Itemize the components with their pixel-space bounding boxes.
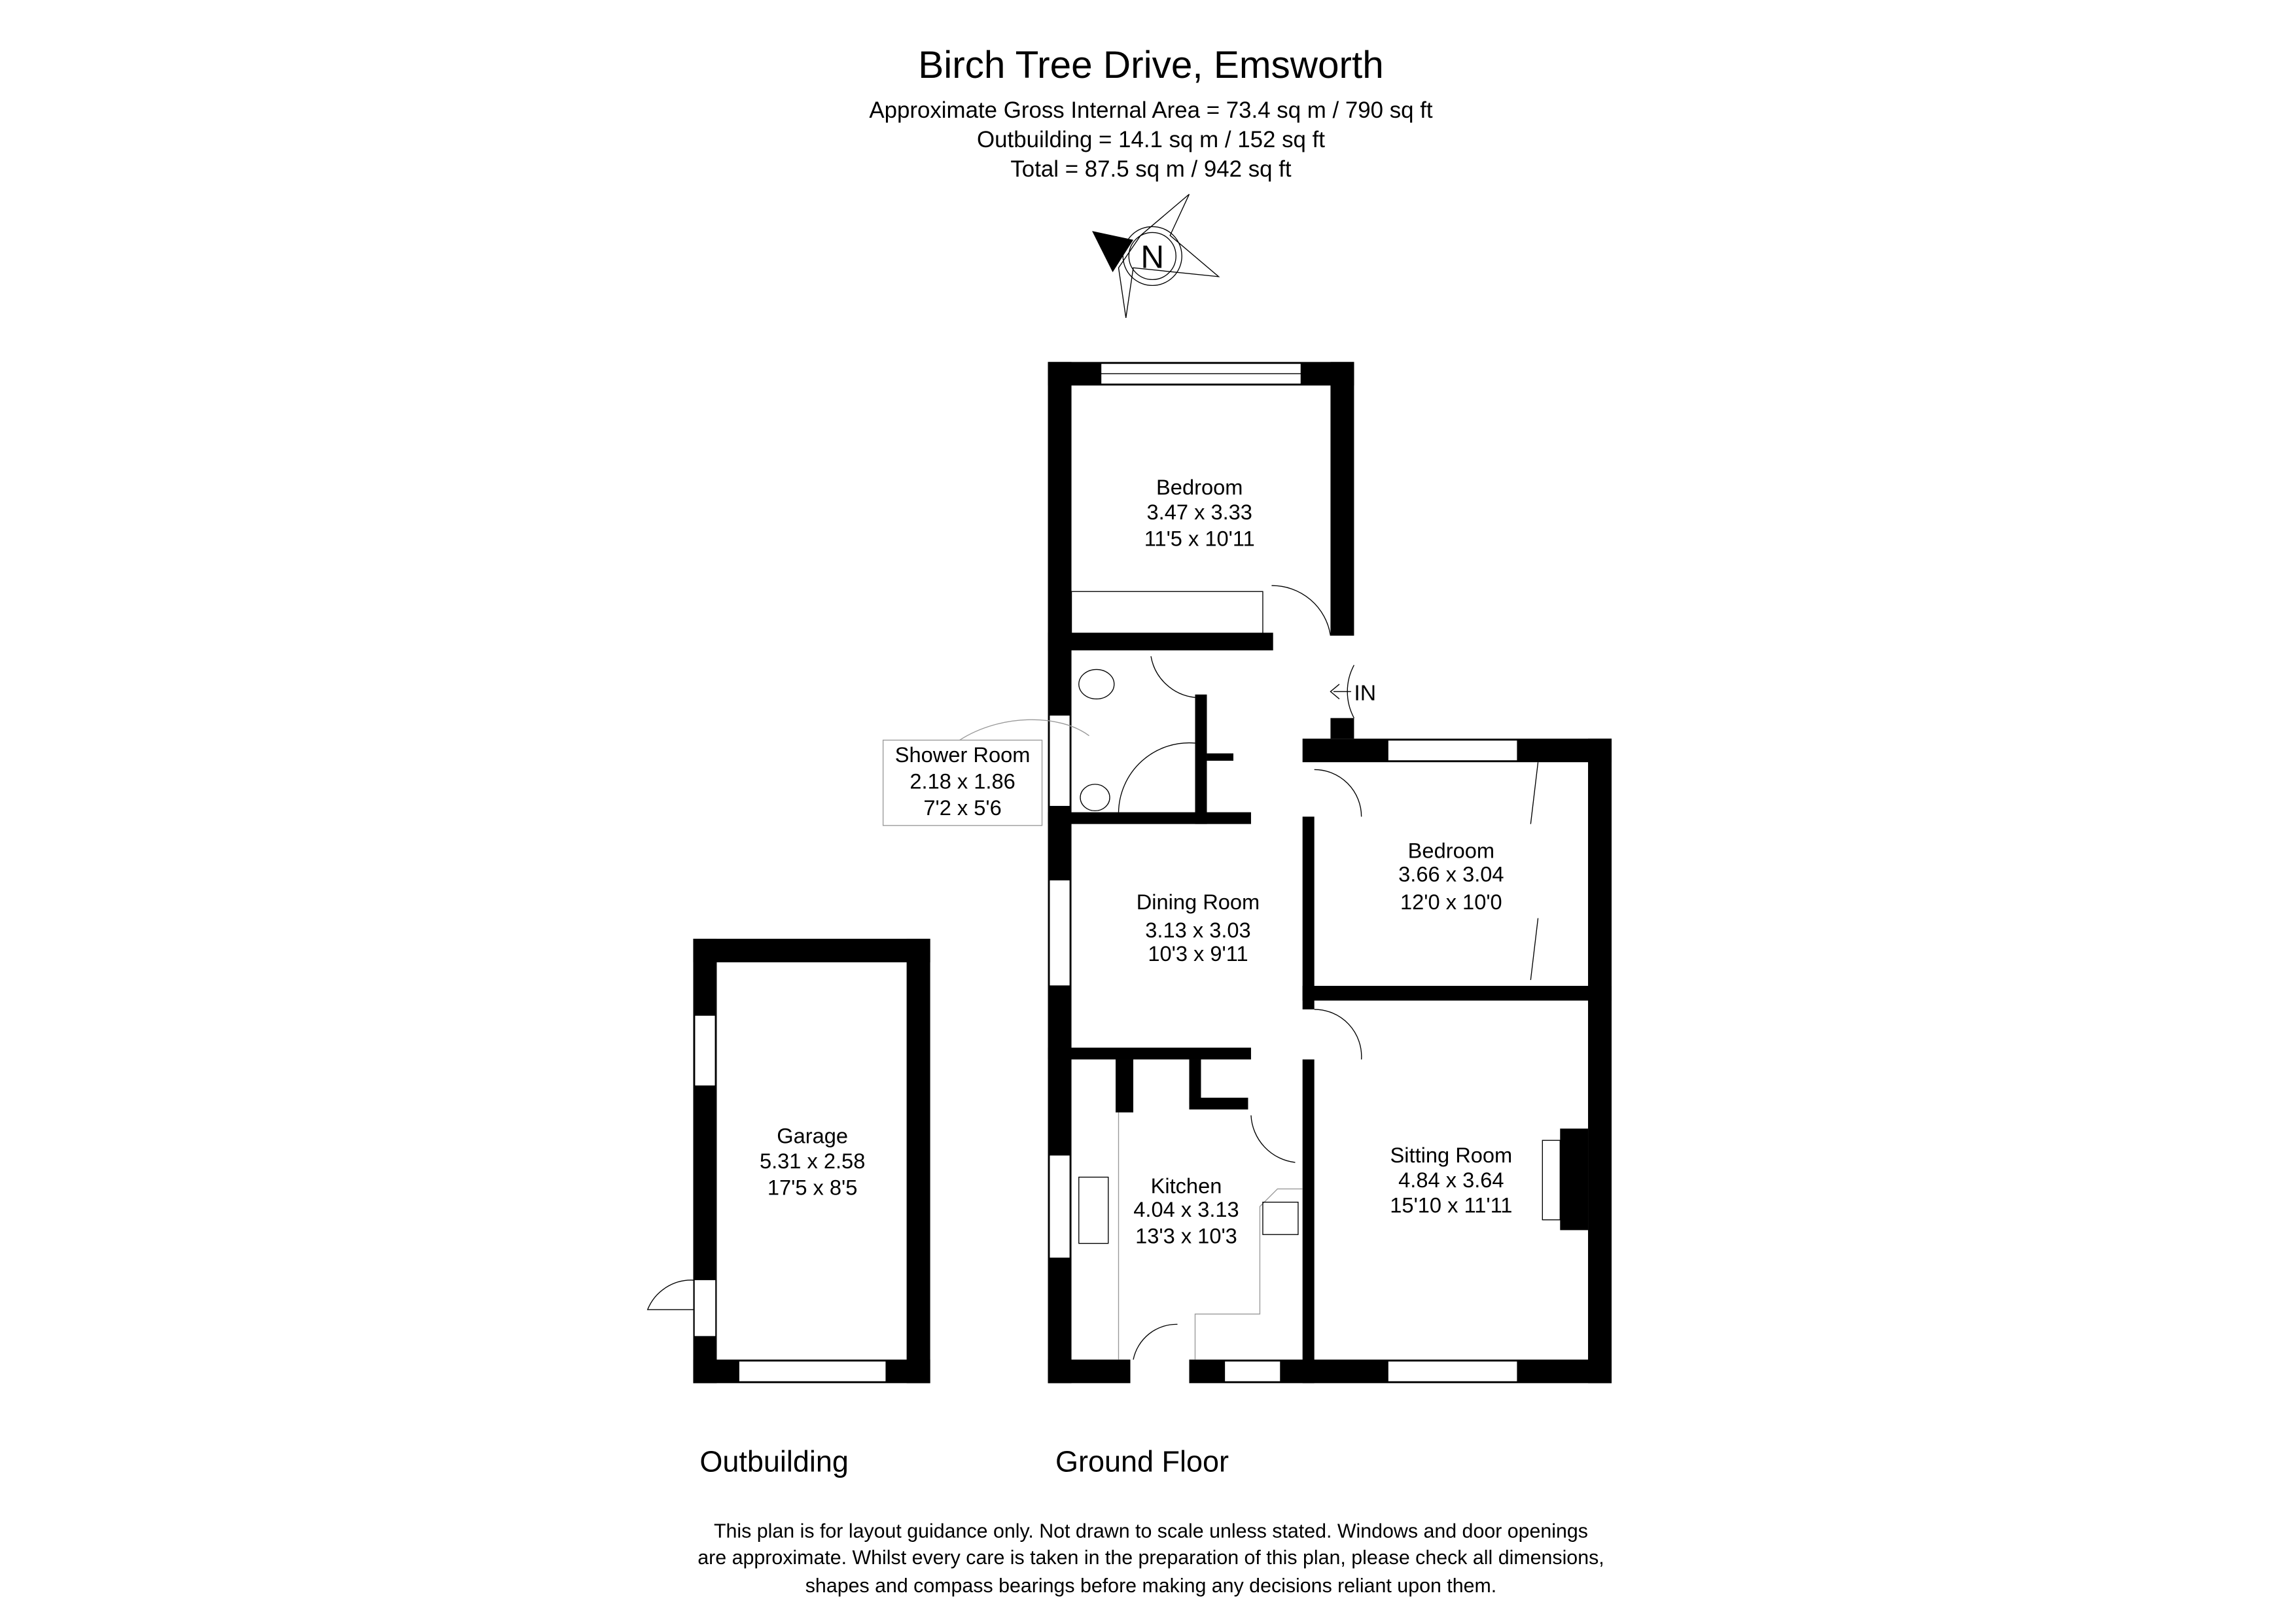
room-metric: 4.84 x 3.64 (1398, 1168, 1504, 1192)
room-name: Bedroom (1408, 838, 1494, 862)
room-imperial: 12'0 x 10'0 (1400, 890, 1502, 914)
room-metric: 5.31 x 2.58 (760, 1149, 865, 1173)
entrance-marker: IN (1330, 681, 1376, 706)
floor-label-outbuilding: Outbuilding (699, 1444, 849, 1478)
room-metric: 2.18 x 1.86 (910, 769, 1015, 794)
room-bedroom-2: Bedroom 3.66 x 3.04 12'0 x 10'0 (1398, 838, 1504, 914)
garage-walls (646, 939, 930, 1384)
room-metric: 3.13 x 3.03 (1145, 918, 1250, 942)
room-name: Garage (777, 1124, 848, 1148)
room-name: Dining Room (1137, 890, 1260, 914)
room-shower: Shower Room 2.18 x 1.86 7'2 x 5'6 (882, 719, 1089, 826)
room-imperial: 10'3 x 9'11 (1148, 941, 1248, 966)
compass-icon: N (1092, 194, 1220, 318)
room-sitting: Sitting Room 4.84 x 3.64 15'10 x 11'11 (1390, 1143, 1512, 1217)
outbuilding-area: Outbuilding = 14.1 sq m / 152 sq ft (977, 127, 1325, 152)
room-metric: 3.66 x 3.04 (1398, 862, 1504, 886)
room-kitchen: Kitchen 4.04 x 3.13 13'3 x 10'3 (1133, 1174, 1239, 1248)
disclaimer-line: shapes and compass bearings before makin… (805, 1575, 1496, 1597)
entrance-label: IN (1354, 681, 1376, 706)
room-name: Sitting Room (1390, 1143, 1513, 1167)
floor-label-ground: Ground Floor (1055, 1444, 1229, 1478)
room-imperial: 15'10 x 11'11 (1390, 1193, 1512, 1217)
room-metric: 4.04 x 3.13 (1133, 1197, 1239, 1221)
total-area: Total = 87.5 sq m / 942 sq ft (1010, 156, 1292, 182)
room-name: Kitchen (1151, 1174, 1222, 1198)
gross-area: Approximate Gross Internal Area = 73.4 s… (869, 97, 1433, 123)
arrow-left-icon (1330, 684, 1351, 699)
room-imperial: 11'5 x 10'11 (1144, 526, 1255, 550)
compass-north-label: N (1140, 239, 1164, 275)
room-bedroom-1: Bedroom 3.47 x 3.33 11'5 x 10'11 (1144, 475, 1255, 551)
room-name: Bedroom (1156, 475, 1243, 499)
room-garage: Garage 5.31 x 2.58 17'5 x 8'5 (760, 1124, 865, 1200)
disclaimer-line: are approximate. Whilst every care is ta… (698, 1547, 1604, 1569)
room-dining: Dining Room 3.13 x 3.03 10'3 x 9'11 (1137, 890, 1260, 966)
disclaimer-line: This plan is for layout guidance only. N… (714, 1521, 1588, 1543)
ground-floor-walls (1048, 362, 1612, 1386)
room-imperial: 17'5 x 8'5 (768, 1175, 858, 1199)
room-imperial: 13'3 x 10'3 (1135, 1224, 1237, 1248)
plan-title: Birch Tree Drive, Emsworth (918, 44, 1384, 86)
room-imperial: 7'2 x 5'6 (923, 795, 1001, 820)
room-metric: 3.47 x 3.33 (1147, 500, 1252, 524)
room-name: Shower Room (895, 742, 1031, 767)
